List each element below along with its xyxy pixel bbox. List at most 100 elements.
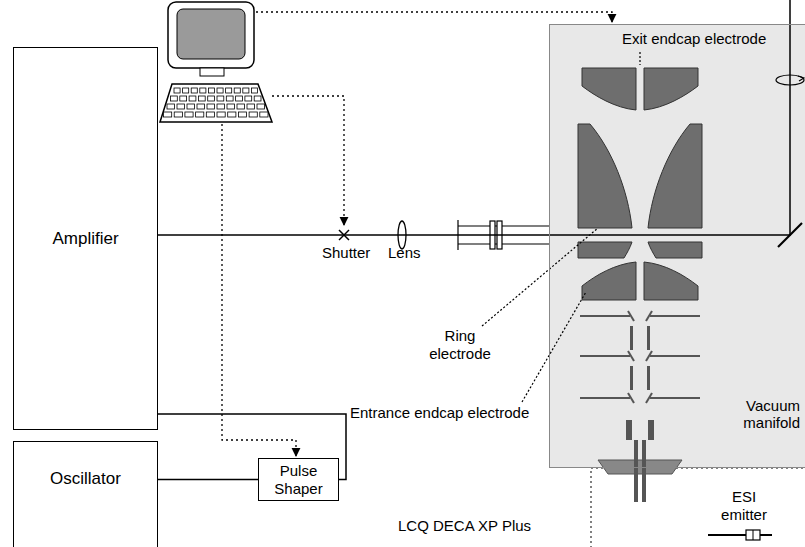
source-housing <box>591 468 805 547</box>
oscillator-box: Oscillator <box>13 441 158 547</box>
ion-optics <box>628 393 634 403</box>
computer-icon <box>228 112 236 117</box>
ion-trap <box>578 242 632 258</box>
part-label: Ring electrode <box>420 327 500 363</box>
esi-emitter <box>746 530 760 540</box>
ion-optics <box>647 326 650 350</box>
window-flange <box>458 225 549 226</box>
ion-optics <box>646 311 652 321</box>
laser-beam <box>776 75 804 85</box>
esi-emitter <box>708 534 746 536</box>
node-label: Vacuum manifold <box>728 397 800 432</box>
ion-optics <box>650 355 700 357</box>
computer-icon <box>247 104 255 109</box>
laser-beam <box>549 0 790 235</box>
computer-icon <box>260 112 268 117</box>
node-label: Pulse Shaper <box>262 462 335 497</box>
part-label: Lens <box>388 244 421 262</box>
computer-icon <box>234 88 240 93</box>
pulse-shaper-box: Pulse Shaper <box>258 458 339 501</box>
part-label: ESI emitter <box>712 488 776 524</box>
ion-trap <box>648 242 702 258</box>
computer-icon <box>217 104 225 109</box>
computer-icon <box>160 84 272 122</box>
computer-icon <box>227 104 235 109</box>
control-line <box>222 124 296 456</box>
computer-icon <box>217 112 225 117</box>
control-line <box>272 96 344 225</box>
computer-icon <box>197 104 205 109</box>
computer-icon <box>164 88 269 117</box>
ion-trap <box>648 124 702 228</box>
esi-emitter <box>708 530 772 540</box>
ion-trap <box>644 68 698 110</box>
leader-line <box>522 292 586 402</box>
ion-optics <box>650 315 700 317</box>
ion-optics <box>580 311 700 502</box>
ion-optics <box>648 420 654 440</box>
node-label: Oscillator <box>50 469 121 489</box>
ion-optics <box>626 420 632 440</box>
computer-icon <box>249 112 257 117</box>
computer-icon <box>177 104 185 109</box>
computer-icon <box>160 2 272 122</box>
ion-optics <box>628 351 634 361</box>
ion-optics <box>646 351 652 361</box>
computer-icon <box>191 88 197 93</box>
computer-icon <box>208 96 215 101</box>
computer-icon <box>200 68 224 76</box>
ion-trap <box>582 68 636 110</box>
laser-beam <box>158 234 549 236</box>
ion-optics <box>630 326 633 350</box>
computer-icon <box>196 112 204 117</box>
computer-icon <box>174 112 182 117</box>
part-label: Entrance endcap electrode <box>350 404 529 422</box>
computer-icon <box>185 112 193 117</box>
computer-icon <box>257 104 265 109</box>
ion-trap <box>578 68 702 300</box>
ion-optics <box>580 397 630 399</box>
esi-emitter <box>760 534 772 536</box>
computer-icon <box>183 88 189 93</box>
computer-icon <box>254 96 261 101</box>
ion-optics <box>634 440 638 502</box>
window-flange <box>458 243 549 244</box>
vacuum-manifold: Vacuum manifold <box>549 24 805 468</box>
laser-beam <box>798 76 804 81</box>
computer-icon <box>206 112 214 117</box>
computer-icon <box>238 112 246 117</box>
part-label: Shutter <box>322 244 370 262</box>
ion-optics <box>628 311 634 321</box>
ion-optics <box>630 366 633 390</box>
ion-optics <box>598 460 682 474</box>
computer-icon <box>237 104 245 109</box>
computer-icon <box>187 104 195 109</box>
part-label: Exit endcap electrode <box>622 30 766 48</box>
computer-icon <box>200 88 206 93</box>
leader-line <box>639 52 640 65</box>
computer-icon <box>168 2 254 68</box>
computer-icon <box>217 88 223 93</box>
ion-optics <box>647 366 650 390</box>
ion-optics <box>646 393 652 403</box>
control-line <box>256 12 612 22</box>
computer-icon <box>217 96 224 101</box>
computer-icon <box>243 88 249 93</box>
computer-icon <box>167 104 175 109</box>
computer-icon <box>171 96 178 101</box>
ion-trap <box>582 262 636 300</box>
computer-icon <box>164 112 172 117</box>
laser-beam <box>549 0 804 247</box>
source-housing <box>591 468 805 547</box>
manifold-ground <box>549 24 805 468</box>
computer-icon <box>226 96 233 101</box>
amplifier-box: Amplifier <box>13 47 158 430</box>
computer-icon <box>245 96 252 101</box>
esi-emitter <box>753 530 754 540</box>
laser-beam <box>778 223 802 247</box>
ion-optics <box>580 355 630 357</box>
computer-icon <box>177 9 245 59</box>
ion-optics <box>650 397 700 399</box>
computer-icon <box>198 96 205 101</box>
